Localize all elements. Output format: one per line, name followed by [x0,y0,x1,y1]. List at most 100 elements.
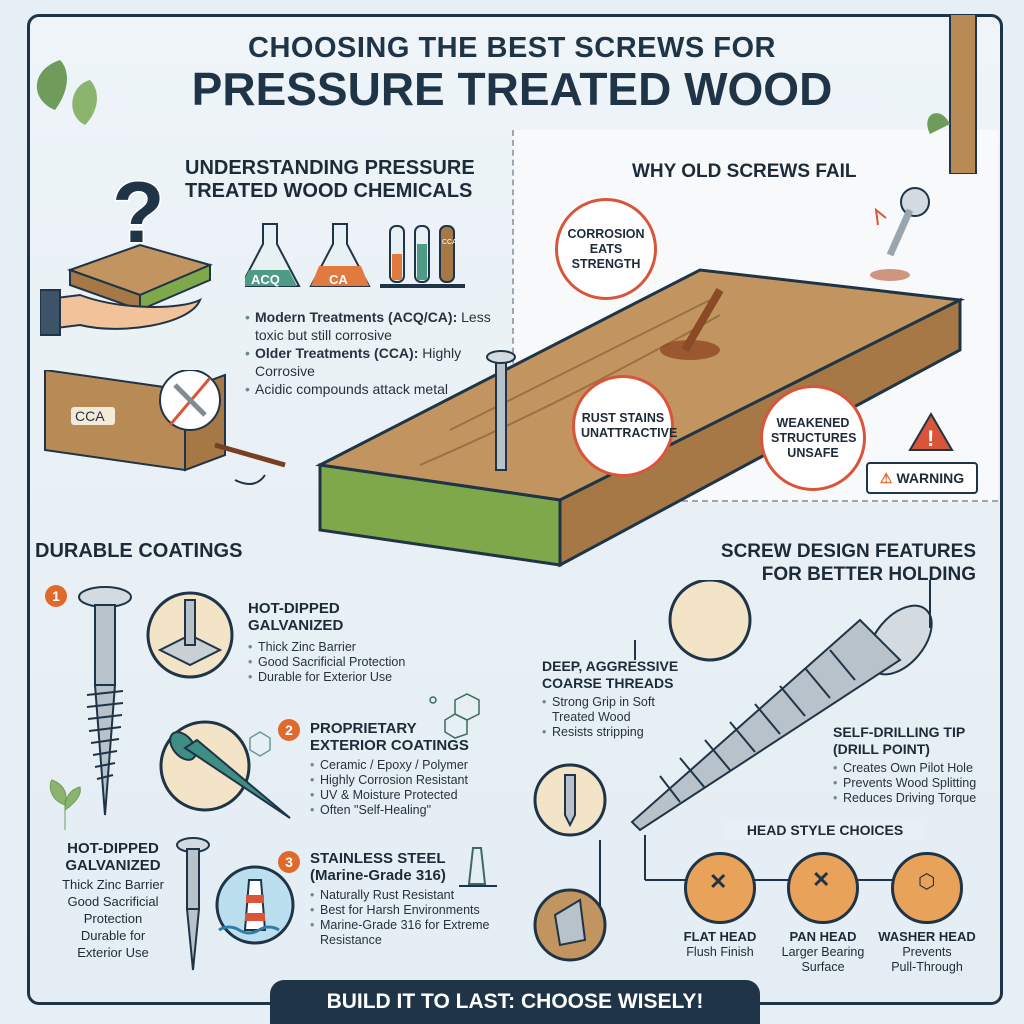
threads-bullets: Strong Grip in Soft Treated Wood Resists… [542,695,662,740]
bullet: Strong Grip in Soft Treated Wood [542,695,662,725]
bullet: Good Sacrificial Protection [248,655,448,670]
option-1-title-line2: GALVANIZED [248,617,344,634]
tip-title-line1: SELF-DRILLING TIP [833,724,966,740]
option-3-title-line2: (Marine-Grade 316) [310,867,446,884]
galvanized-screw-icon [78,586,132,816]
warning-badge: ⚠ WARNING [866,462,978,494]
side-note-title-line1: HOT-DIPPED [67,840,159,857]
bullet: Creates Own Pilot Hole [833,761,993,776]
option-2-title-line2: EXTERIOR COATINGS [310,737,469,754]
title-line1: CHOOSING THE BEST SCREWS FOR [248,32,776,64]
why-fail-heading: WHY OLD SCREWS FAIL [632,161,857,182]
tip-bullets: Creates Own Pilot Hole Prevents Wood Spl… [833,761,993,806]
svg-text:CA: CA [329,272,348,287]
svg-text:CCA: CCA [75,408,105,424]
chemicals-heading: UNDERSTANDING PRESSURE TREATED WOOD CHEM… [185,157,475,203]
pan-head-icon: ✕ [787,852,859,924]
head-name: WASHER HEAD [878,929,976,944]
option-2-title-line1: PROPRIETARY [310,720,417,737]
bullet: Ceramic / Epoxy / Polymer [310,758,510,773]
head-name: FLAT HEAD [683,929,757,944]
head-name: PAN HEAD [789,929,857,944]
chemicals-heading-line2: TREATED WOOD CHEMICALS [185,180,473,202]
chemicals-list: Modern Treatments (ACQ/CA): Less toxic b… [245,308,495,398]
option-1-bullets: Thick Zinc Barrier Good Sacrificial Prot… [248,640,448,685]
wood-post-icon [927,14,977,174]
chemicals-heading-line1: UNDERSTANDING PRESSURE [185,157,475,179]
bullet: Resists stripping [542,725,662,740]
callout-corrosion: CORROSION EATS STRENGTH [555,198,657,300]
flat-head-icon: ✕ [684,852,756,924]
bullet: Often "Self-Healing" [310,803,510,818]
warning-triangle-icon: ! [908,412,954,451]
head-desc: Larger Bearing [781,945,865,959]
warning-small-icon: ⚠ [879,469,893,486]
screw-design-illustration [533,580,940,962]
loose-screw-icon [874,187,930,257]
head-desc: Surface [801,960,845,974]
threads-title-line1: DEEP, AGGRESSIVE [542,658,679,674]
head-styles-heading: HEAD STYLE CHOICES [725,822,925,839]
chem-item-older: Older Treatments (CCA): Highly Corrosive [245,344,495,380]
bullet: Reduces Driving Torque [833,791,993,806]
option-2-badge: 2 [278,719,300,741]
option-3-bullets: Naturally Rust Resistant Best for Harsh … [310,888,490,948]
svg-text:!: ! [927,426,934,451]
side-note-title-line2: GALVANIZED [65,857,161,874]
threads-title-line2: COARSE THREADS [542,675,674,691]
chem-item-acidic: Acidic compounds attack metal [245,380,495,398]
side-note-line: Durable for [80,928,146,943]
washer-head-icon: ⬡ [891,852,963,924]
chemical-flasks-icon: ACQ CA CCA [245,223,465,288]
option-1-title-line1: HOT-DIPPED [248,600,340,617]
bullet: Best for Harsh Environments [310,903,490,918]
bullet: Thick Zinc Barrier [248,640,448,655]
bullet: UV & Moisture Protected [310,788,510,803]
design-heading-line1: SCREW DESIGN FEATURES [720,541,976,562]
bullet: Durable for Exterior Use [248,670,448,685]
bullet: Marine-Grade 316 for Extreme Resistance [310,918,490,948]
coated-screw-icon [159,720,291,819]
design-heading: SCREW DESIGN FEATURES FOR BETTER HOLDING [640,540,976,586]
side-note-line: Good Sacrificial [67,894,159,909]
stainless-screw-lighthouse-icon [176,837,295,971]
head-desc: Pull-Through [891,960,963,974]
head-desc: Prevents [902,945,952,959]
page-title: PRESSURE TREATED WOOD [191,63,833,115]
callout-weakened: WEAKENED STRUCTURES UNSAFE [760,385,866,491]
bullet: Naturally Rust Resistant [310,888,490,903]
hand-holding-wood-icon: ? [40,164,213,336]
warning-label: WARNING [896,470,965,486]
coatings-heading: DURABLE COATINGS [35,540,243,562]
option-3-block: STAINLESS STEEL(Marine-Grade 316) Natura… [310,850,515,948]
svg-text:ACQ: ACQ [251,272,280,287]
tip-block: SELF-DRILLING TIP(DRILL POINT) Creates O… [833,724,993,806]
option-3-badge: 3 [278,851,300,873]
leaves-icon [36,60,97,125]
svg-text:CCA: CCA [442,239,457,246]
bullet: Highly Corrosion Resistant [310,773,510,788]
side-note-line: Exterior Use [77,945,149,960]
molecule-icon [429,693,480,739]
callout-rust-stains: RUST STAINS UNATTRACTIVE [572,375,677,477]
zinc-dip-icon [146,591,234,679]
lighthouse-icon [459,847,497,887]
option-3-title-line1: STAINLESS STEEL [310,850,446,867]
side-note-line: Thick Zinc Barrier [62,877,164,892]
option-2-bullets: Ceramic / Epoxy / Polymer Highly Corrosi… [310,758,510,818]
svg-text:?: ? [112,165,165,261]
corroded-board-icon: CCA [44,370,286,485]
head-desc: Flush Finish [686,945,754,959]
side-note-line: Protection [83,911,143,926]
chem-item-modern: Modern Treatments (ACQ/CA): Less toxic b… [245,308,495,344]
head-washer: ⬡ WASHER HEAD Prevents Pull-Through [872,852,982,975]
sprout-icon [49,779,81,830]
head-flat: ✕ FLAT HEAD Flush Finish [672,852,768,960]
bullet: Prevents Wood Splitting [833,776,993,791]
design-heading-line2: FOR BETTER HOLDING [761,564,976,585]
footer-banner: BUILD IT TO LAST: CHOOSE WISELY! [270,980,760,1024]
